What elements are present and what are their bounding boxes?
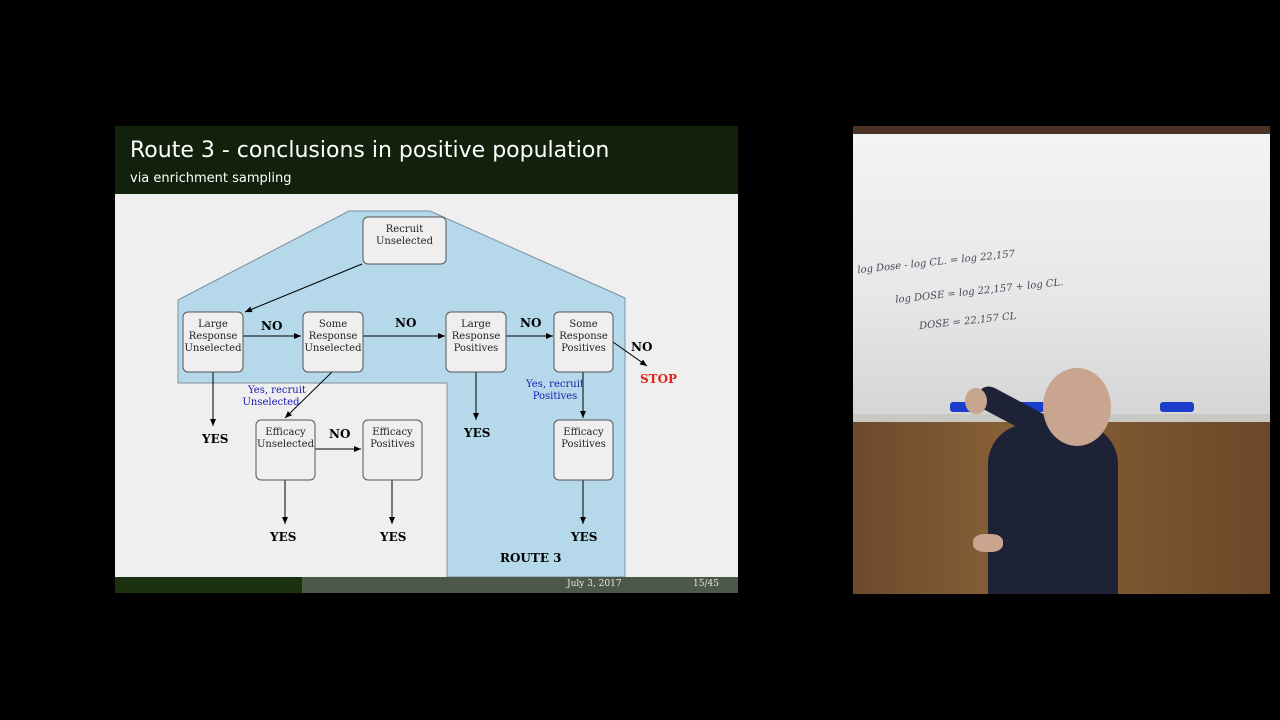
presentation-slide: Route 3 - conclusions in positive popula… [115, 126, 738, 593]
label-no-1: NO [261, 319, 282, 333]
svg-text:Unselected: Unselected [257, 439, 315, 450]
node-efficacy-positives-middle: Efficacy Positives [362, 419, 423, 481]
node-large-response-unselected: Large Response Unselected [182, 311, 244, 373]
lecture-video-feed: log Dose - log CL. = log 22,157 log DOSE… [853, 126, 1270, 594]
node-efficacy-positives-right: Efficacy Positives [553, 419, 614, 481]
node-some-response-positives: Some Response Positives [553, 311, 614, 373]
edge-some-effunsel [284, 371, 333, 419]
footer-left-bar [115, 577, 302, 593]
node-efficacy-unselected: Efficacy Unselected [255, 419, 316, 481]
svg-text:Response: Response [189, 331, 238, 342]
label-no-3: NO [520, 316, 541, 330]
label-yes-5: YES [570, 530, 597, 544]
slide-header: Route 3 - conclusions in positive popula… [115, 126, 738, 194]
slide-title: Route 3 - conclusions in positive popula… [130, 138, 610, 163]
svg-text:Efficacy: Efficacy [265, 427, 306, 438]
presenter-hand [973, 534, 1003, 552]
svg-text:Positives: Positives [561, 439, 606, 450]
label-yes-1: YES [201, 432, 228, 446]
label-yes-3: YES [269, 530, 296, 544]
svg-text:Large: Large [461, 319, 491, 330]
marker-icon [1160, 402, 1194, 412]
label-recruit-positives: Yes, recruit [525, 379, 584, 390]
slide-footer: July 3, 2017 15/45 [115, 577, 738, 593]
svg-text:Response: Response [309, 331, 358, 342]
footer-page-number: 15/45 [693, 579, 719, 589]
edge-recruit-large [244, 263, 363, 313]
svg-text:Unselected: Unselected [185, 343, 243, 354]
whiteboard-frame [853, 126, 1270, 134]
node-some-response-unselected: Some Response Unselected [302, 311, 364, 373]
svg-text:Efficacy: Efficacy [563, 427, 604, 438]
label-recruit-unselected-2: Unselected [243, 397, 301, 408]
svg-text:Response: Response [559, 331, 608, 342]
label-no-5: NO [329, 427, 350, 441]
footer-date: July 3, 2017 [567, 579, 622, 589]
label-no-4: NO [631, 340, 652, 354]
svg-text:Efficacy: Efficacy [372, 427, 413, 438]
svg-text:Positives: Positives [561, 343, 606, 354]
svg-text:Large: Large [198, 319, 228, 330]
label-stop: STOP [640, 372, 677, 386]
label-no-2: NO [395, 316, 416, 330]
svg-text:Unselected: Unselected [376, 236, 434, 247]
edge-somepos-stop [612, 341, 648, 367]
route-region [177, 210, 626, 577]
label-recruit-positives-2: Positives [533, 391, 578, 402]
svg-text:Positives: Positives [454, 343, 499, 354]
presenter-body [988, 424, 1118, 594]
svg-text:Recruit: Recruit [386, 224, 424, 235]
presenter-hand [965, 388, 987, 414]
svg-text:Unselected: Unselected [305, 343, 363, 354]
label-yes-2: YES [463, 426, 490, 440]
svg-text:Some: Some [569, 319, 597, 330]
node-recruit: Recruit Unselected [362, 216, 447, 265]
flowchart-diagram: Recruit Unselected Large Response Unsele… [177, 210, 677, 577]
node-large-response-positives: Large Response Positives [445, 311, 507, 373]
label-route-3: ROUTE 3 [500, 551, 562, 565]
svg-text:Response: Response [452, 331, 501, 342]
svg-text:Positives: Positives [370, 439, 415, 450]
presenter-head [1043, 368, 1111, 446]
label-yes-4: YES [379, 530, 406, 544]
label-recruit-unselected: Yes, recruit [247, 385, 306, 396]
svg-text:Some: Some [319, 319, 347, 330]
slide-subtitle: via enrichment sampling [130, 171, 292, 186]
